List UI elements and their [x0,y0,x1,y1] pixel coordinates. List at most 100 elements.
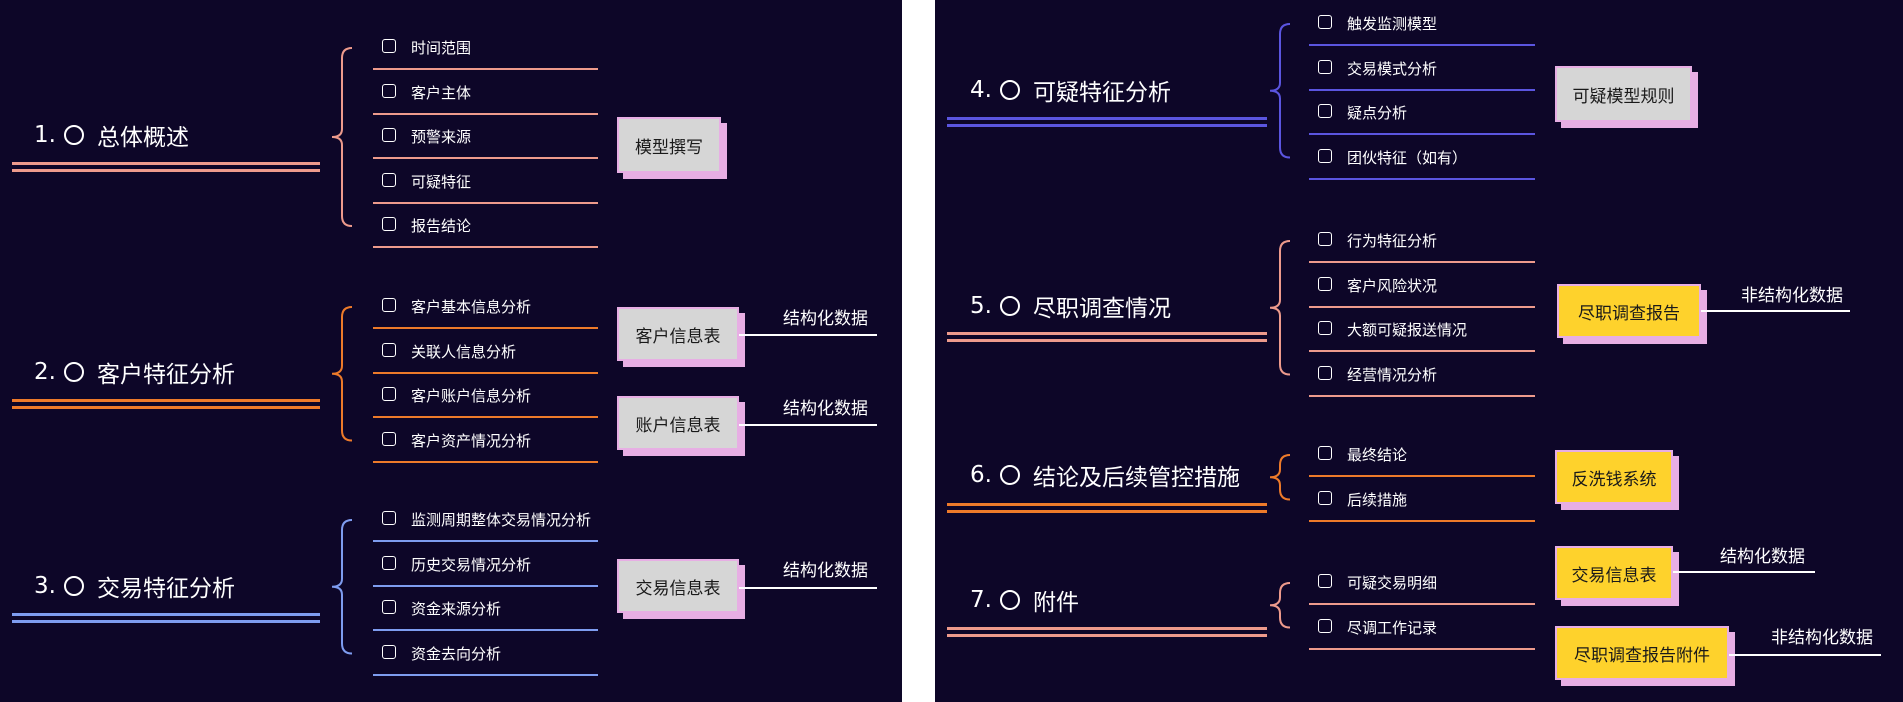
checkbox-icon[interactable] [1318,446,1332,460]
item-underline [373,416,598,418]
brace-path [331,47,353,227]
item-underline [373,629,598,631]
checkbox-icon[interactable] [1318,148,1332,163]
checkbox-icon[interactable] [382,172,396,187]
outline-item[interactable]: 关联人信息分析 [373,330,598,374]
checkbox-icon[interactable] [1318,618,1332,633]
connector-line [1729,654,1881,656]
outline-item[interactable]: 资金去向分析 [373,632,598,676]
item-underline [1309,88,1535,91]
outline-item[interactable]: 客户风险状况 [1309,264,1535,308]
item-underline [373,540,598,542]
outline-item[interactable]: 资金来源分析 [373,587,598,631]
checkbox-icon[interactable] [1318,365,1332,380]
checkbox-icon[interactable] [382,342,396,357]
circle-icon [63,125,84,145]
section-underline [947,332,1267,335]
source-box[interactable]: 模型撰写 [617,117,721,173]
outline-item[interactable]: 最终结论 [1309,433,1535,477]
source-box[interactable]: 尽职调查报告附件 [1555,626,1729,680]
item-underline [373,371,598,374]
source-box[interactable]: 尽职调查报告 [1557,284,1701,338]
item-underline [373,584,598,587]
item-underline [1309,44,1535,46]
data-type-label: 非结构化数据 [1771,628,1873,648]
checkbox-icon[interactable] [382,39,396,53]
outline-item[interactable]: 客户资产情况分析 [373,419,598,463]
checkbox-icon[interactable] [1318,104,1332,118]
source-box[interactable]: 客户信息表 [617,307,739,361]
checkbox-icon[interactable] [1318,15,1332,29]
item-underline [373,460,598,463]
curly-brace [1269,582,1291,629]
outline-item[interactable]: 客户基本信息分析 [373,285,598,329]
section-title-5: 5.尽职调查情况 [970,289,1171,323]
data-type-label: 结构化数据 [783,561,868,581]
outline-item[interactable]: 客户主体 [373,71,598,115]
circle-icon [999,80,1020,100]
outline-item[interactable]: 大额可疑报送情况 [1309,308,1535,352]
source-box[interactable]: 反洗钱系统 [1555,450,1673,504]
checkbox-icon[interactable] [382,217,396,231]
source-box[interactable]: 账户信息表 [617,396,739,450]
circle-icon [999,465,1020,485]
source-box[interactable]: 可疑模型规则 [1555,66,1692,122]
section-underline [12,620,320,623]
item-underline [373,327,598,329]
checkbox-icon[interactable] [382,387,396,401]
outline-item[interactable]: 触发监测模型 [1309,2,1535,46]
outline-item-label: 历史交易情况分析 [411,555,532,574]
brace-path [1269,240,1291,376]
outline-item[interactable]: 尽调工作记录 [1309,606,1535,650]
outline-item[interactable]: 后续措施 [1309,478,1535,522]
checkbox-icon[interactable] [1318,59,1332,74]
outline-item[interactable]: 经营情况分析 [1309,353,1535,397]
checkbox-icon[interactable] [1318,276,1332,291]
outline-item[interactable]: 客户账户信息分析 [373,374,598,418]
section-title-1: 1. 总体概述 [34,118,189,152]
section-underline [12,162,320,165]
item-underline [1309,394,1535,397]
outline-item[interactable]: 报告结论 [373,204,598,248]
section-number: 1. [34,122,56,148]
checkbox-icon[interactable] [382,298,396,312]
item-underline [1309,519,1535,522]
data-type-label: 结构化数据 [1720,547,1805,567]
outline-item-label: 可疑交易明细 [1347,574,1438,592]
outline-item-label: 疑点分析 [1347,104,1408,122]
outline-item[interactable]: 时间范围 [373,26,598,70]
checkbox-icon[interactable] [382,644,396,659]
checkbox-icon[interactable] [382,83,396,98]
outline-item-label: 时间范围 [411,39,472,57]
outline-item-label: 客户主体 [411,83,472,102]
checkbox-icon[interactable] [1318,574,1332,588]
outline-item[interactable]: 可疑交易明细 [1309,561,1535,605]
outline-item[interactable]: 监测周期整体交易情况分析 [373,498,598,542]
checkbox-icon[interactable] [1318,490,1332,505]
outline-item-label: 预警来源 [411,128,472,146]
source-box[interactable]: 交易信息表 [1555,546,1673,600]
checkbox-icon[interactable] [382,431,396,446]
outline-item-label: 交易模式分析 [1347,59,1438,78]
source-box[interactable]: 交易信息表 [617,559,739,613]
outline-item[interactable]: 行为特征分析 [1309,219,1535,263]
outline-item-label: 客户风险状况 [1347,276,1438,295]
checkbox-icon[interactable] [1318,321,1332,335]
checkbox-icon[interactable] [382,511,396,525]
checkbox-icon[interactable] [382,600,396,614]
outline-item[interactable]: 可疑特征 [373,160,598,204]
section-underline [12,169,320,172]
outline-item[interactable]: 预警来源 [373,115,598,159]
outline-item[interactable]: 交易模式分析 [1309,47,1535,91]
item-underline [373,112,598,115]
outline-item[interactable]: 团伙特征（如有） [1309,136,1535,180]
section-title-text: 总体概述 [96,125,189,151]
outline-item[interactable]: 疑点分析 [1309,91,1535,135]
checkbox-icon[interactable] [382,128,396,142]
item-underline [1309,603,1535,605]
outline-item[interactable]: 历史交易情况分析 [373,543,598,587]
checkbox-icon[interactable] [1318,232,1332,246]
checkbox-icon[interactable] [382,555,396,570]
section-underline [947,339,1267,342]
